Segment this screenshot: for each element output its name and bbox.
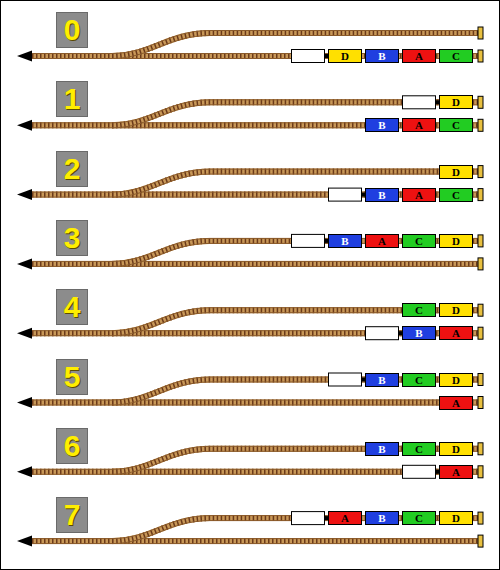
wagon: D (439, 303, 473, 317)
wagon: D (439, 511, 473, 525)
wagon-letter: B (378, 443, 385, 455)
step-number: 3 (56, 220, 88, 256)
wagon: A (365, 234, 399, 248)
wagon-letter: B (378, 189, 385, 201)
wagon: C (402, 234, 436, 248)
wagon-letter: A (452, 327, 460, 339)
wagon-letter: C (452, 50, 460, 62)
step-label: 1 (64, 83, 81, 115)
wagon: C (439, 188, 473, 202)
wagon: A (439, 396, 473, 410)
wagon: B (365, 188, 399, 202)
wagon: C (439, 49, 473, 63)
wagon-letter: D (452, 443, 460, 455)
wagon-letter: A (341, 512, 349, 524)
step-number: 0 (56, 12, 88, 48)
wagon: D (439, 234, 473, 248)
step-label: 6 (64, 430, 81, 462)
wagon: D (439, 442, 473, 456)
wagon-letter: C (415, 512, 423, 524)
wagon-letter: A (415, 189, 423, 201)
wagon-letter: D (452, 304, 460, 316)
wagon: D (328, 49, 362, 63)
wagon-letter: C (415, 304, 423, 316)
step-number: 1 (56, 81, 88, 117)
wagon: B (365, 49, 399, 63)
wagon: C (402, 373, 436, 387)
wagon: A (402, 49, 436, 63)
step-number: 6 (56, 428, 88, 464)
wagon-letter: C (415, 374, 423, 386)
wagon-letter: B (378, 374, 385, 386)
wagon: C (402, 303, 436, 317)
wagon: B (365, 442, 399, 456)
wagon-letter: A (378, 235, 386, 247)
wagon-letter: D (452, 374, 460, 386)
step-number: 7 (56, 497, 88, 533)
wagon-letter: A (415, 119, 423, 131)
wagon: A (328, 511, 362, 525)
wagon-letter: B (415, 327, 422, 339)
wagon: C (402, 511, 436, 525)
wagon-letter: B (341, 235, 348, 247)
wagon-letter: C (415, 235, 423, 247)
wagon: A (439, 465, 473, 479)
step-number: 4 (56, 289, 88, 325)
wagon-letter: D (452, 166, 460, 178)
wagon-letter: C (452, 189, 460, 201)
step-label: 2 (64, 153, 81, 185)
wagon-letter: A (452, 466, 460, 478)
wagon: A (439, 326, 473, 340)
wagon: B (365, 511, 399, 525)
wagon: C (439, 118, 473, 132)
wagon-letter: D (452, 96, 460, 108)
wagon-letter: D (341, 50, 349, 62)
step-number: 2 (56, 151, 88, 187)
wagon: A (402, 188, 436, 202)
wagon-letter: B (378, 512, 385, 524)
wagon: B (365, 373, 399, 387)
wagon-letter: A (452, 397, 460, 409)
step-label: 7 (64, 499, 81, 531)
wagon: D (439, 95, 473, 109)
wagon-letter: D (452, 235, 460, 247)
wagon: C (402, 442, 436, 456)
step-number: 5 (56, 359, 88, 395)
wagon: D (439, 165, 473, 179)
wagon-letter: C (452, 119, 460, 131)
step-label: 0 (64, 14, 81, 46)
wagon-letter: D (452, 512, 460, 524)
wagon: A (402, 118, 436, 132)
wagon: B (402, 326, 436, 340)
step-label: 5 (64, 361, 81, 393)
wagon-letter: C (415, 443, 423, 455)
wagon-letter: B (378, 50, 385, 62)
step-label: 4 (64, 291, 81, 323)
wagon: D (439, 373, 473, 387)
wagon-letter: B (378, 119, 385, 131)
step-label: 3 (64, 222, 81, 254)
wagon: B (365, 118, 399, 132)
wagon-letter: A (415, 50, 423, 62)
wagon: B (328, 234, 362, 248)
